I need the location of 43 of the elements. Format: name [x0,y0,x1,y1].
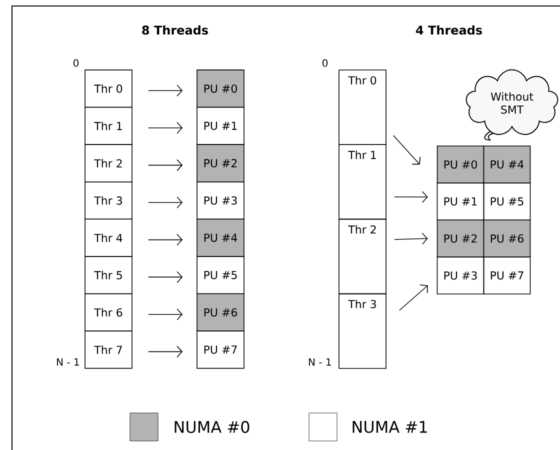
thread-box: Thr 1 [84,106,132,145]
legend-label: NUMA #0 [174,420,250,434]
thread-box: Thr 3 [84,181,132,220]
arrow [148,308,183,320]
thread-box: Thr 2 [338,218,386,294]
thought-cloud: Without SMT [466,69,558,140]
column-title: 8 Threads [142,25,208,35]
arrow [393,135,421,165]
arrow [399,284,428,311]
axis-label: N - 1 [57,358,79,366]
processing-unit-cell: PU #2 [196,144,244,182]
processing-unit-cell: PU #4 [483,146,531,184]
processing-unit-cell: PU #7 [196,330,244,369]
processing-unit-cell: PU #0 [436,146,484,184]
thread-box: Thr 3 [338,293,386,369]
thread-box: Thr 5 [84,256,132,294]
thread-box: Thr 2 [84,144,132,182]
processing-unit-cell: PU #6 [483,220,531,258]
thread-box: Thr 6 [84,293,132,332]
arrow [148,159,183,172]
arrow [148,84,183,96]
column-title: 4 Threads [416,25,482,35]
arrow [394,232,428,245]
processing-unit-cell: PU #4 [196,218,244,257]
processing-unit-cell: PU #0 [196,70,244,108]
axis-label: 0 [73,59,79,67]
legend-label: NUMA #1 [352,421,427,433]
arrow [148,271,183,283]
arrow [394,191,428,203]
processing-unit-cell: PU #7 [483,256,531,294]
arrow [148,234,183,246]
arrow [148,122,183,134]
arrow [148,346,183,358]
thread-box: Thr 7 [84,330,132,369]
thread-box: Thr 4 [84,218,132,257]
arrow [148,196,183,208]
axis-label: 0 [322,59,328,67]
thread-box: Thr 0 [338,70,386,145]
thread-box: Thr 0 [84,70,132,108]
processing-unit-cell: PU #3 [436,256,484,294]
thread-box: Thr 1 [338,144,386,220]
processing-unit-cell: PU #2 [436,220,484,258]
processing-unit-cell: PU #6 [196,293,244,332]
